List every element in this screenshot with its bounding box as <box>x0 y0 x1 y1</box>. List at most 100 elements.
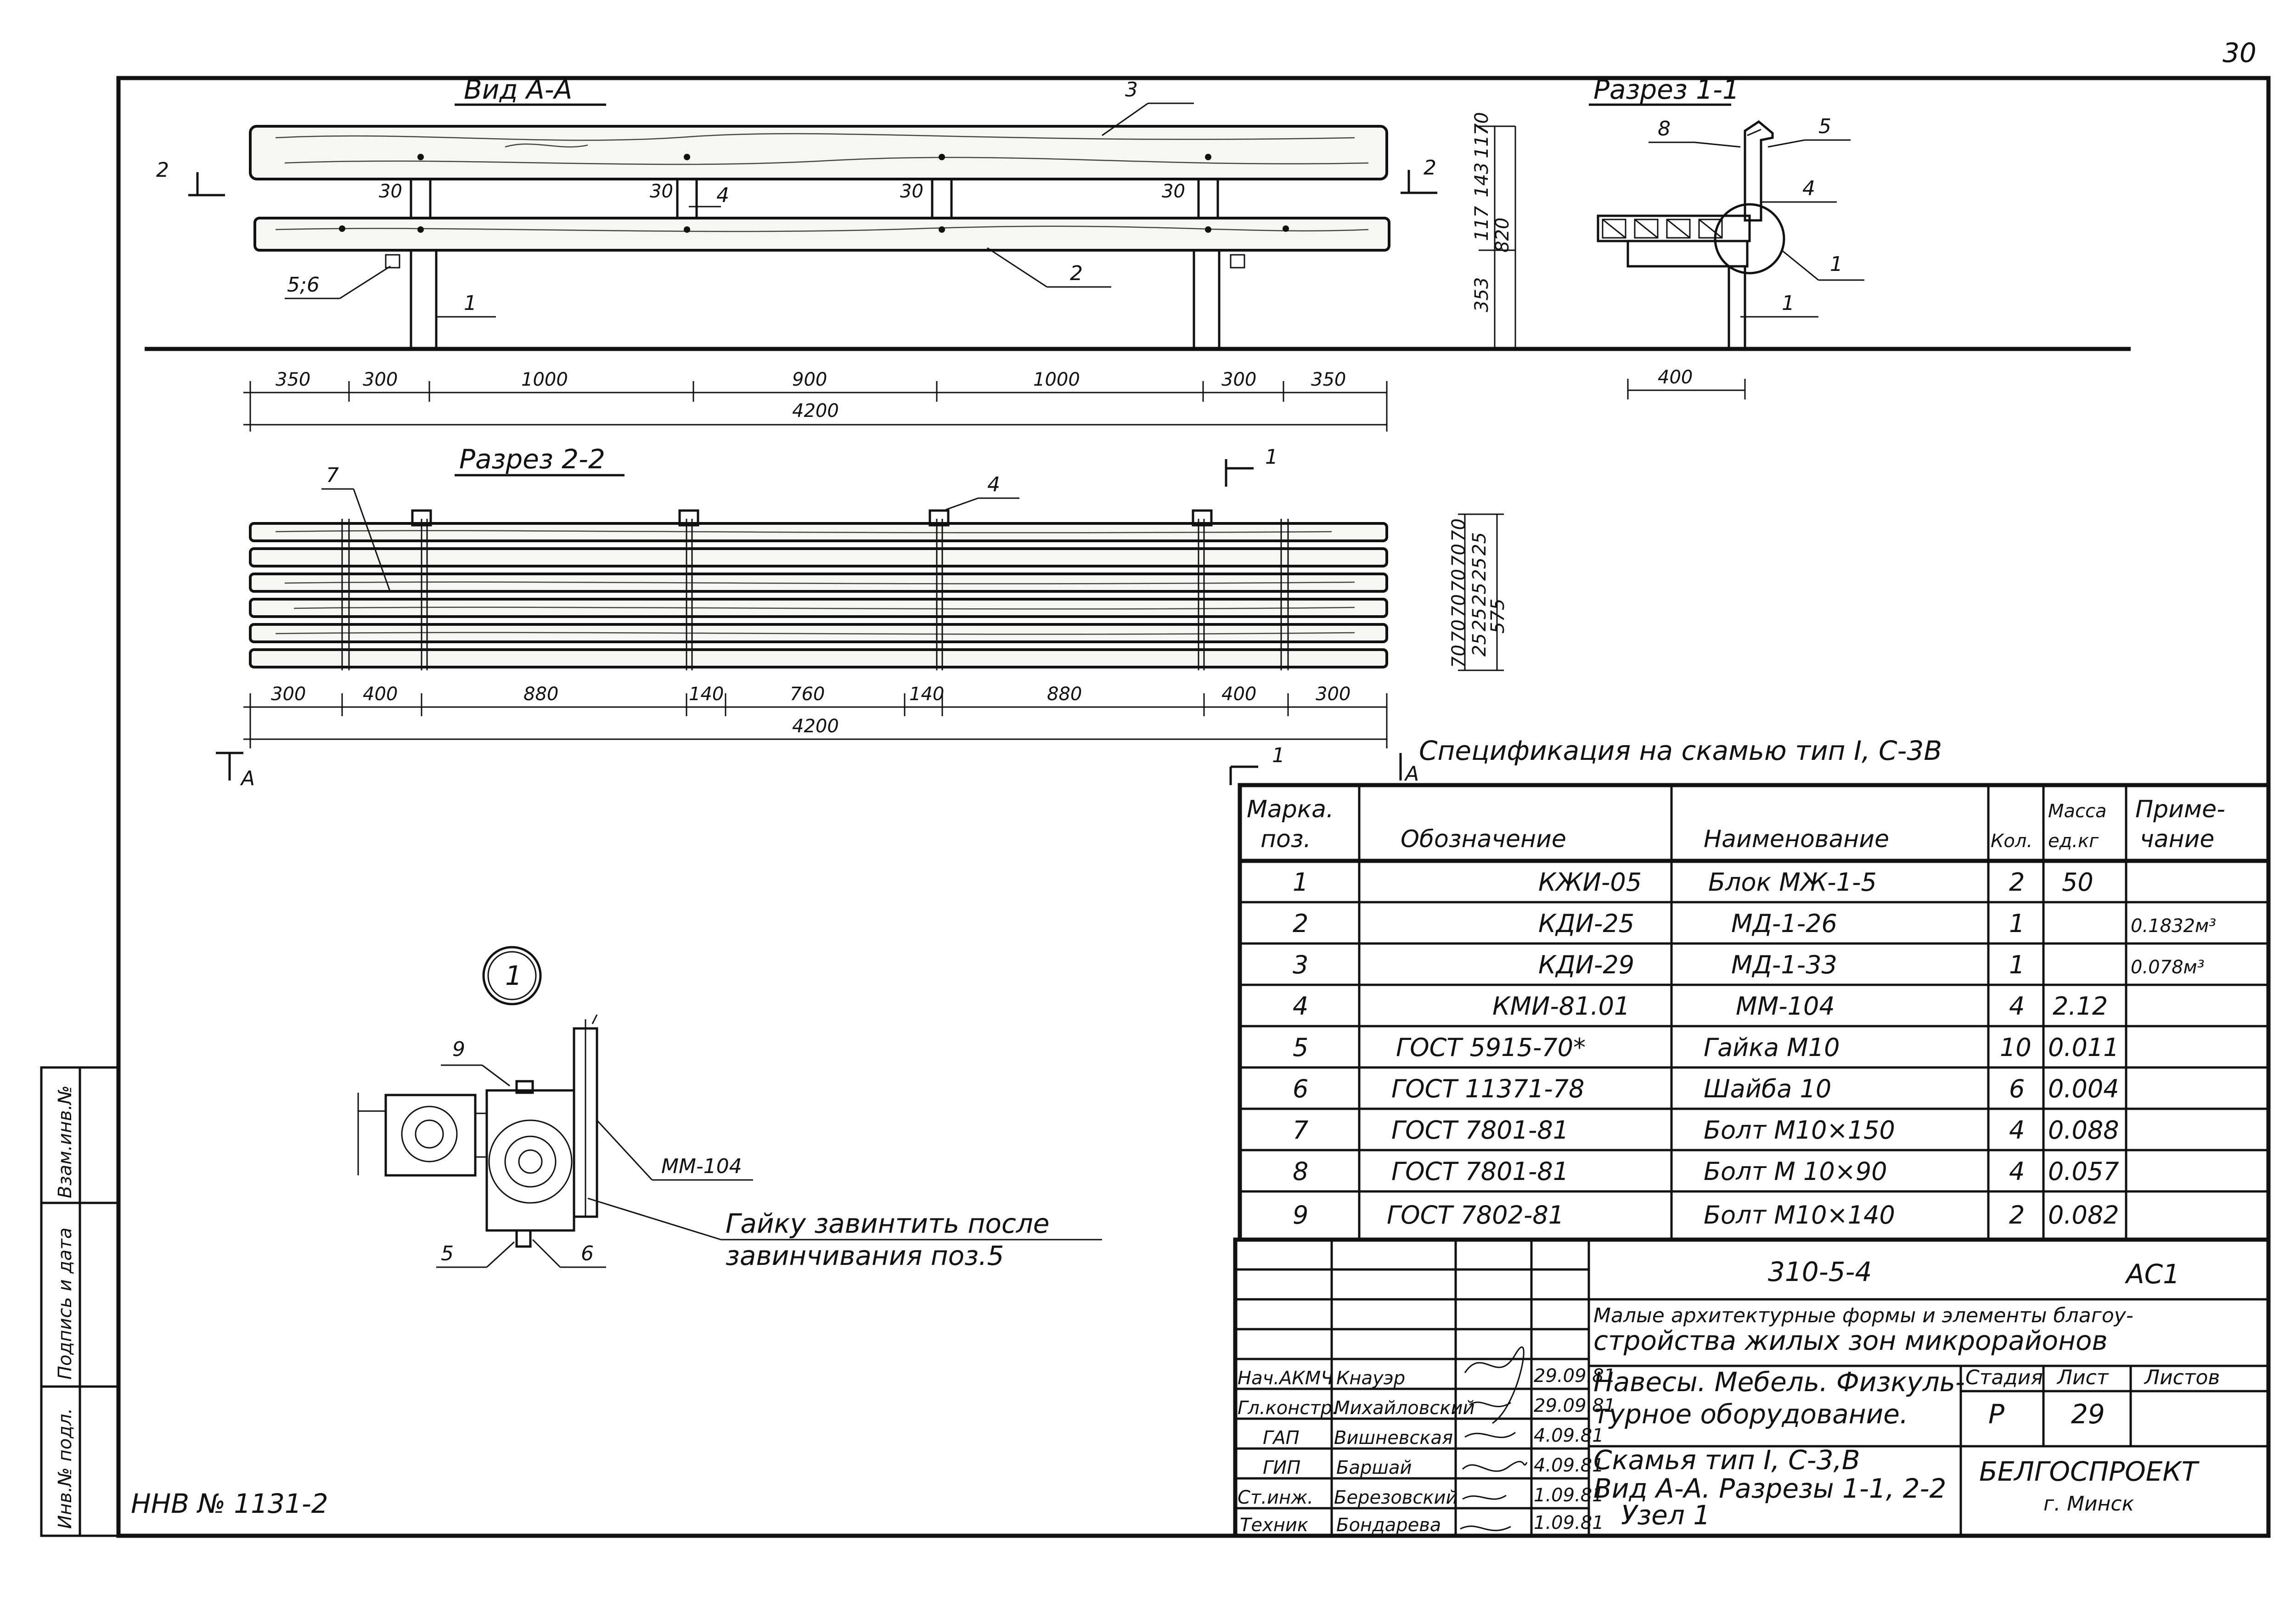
spec-row: 8 ГОСТ 7801-81 Болт М 10×90 4 0.057 <box>1293 1157 2119 1186</box>
tb-section-line1: Навесы. Мебель. Физкуль- <box>1593 1366 1965 1398</box>
section-22-dim-total: 4200 <box>792 716 839 737</box>
view-aa-dim-30-1: 30 <box>379 181 402 202</box>
spec-row-7-name: Болт М10×150 <box>1704 1116 1895 1145</box>
spec-row: 6 ГОСТ 11371-78 Шайба 10 6 0.004 <box>1293 1074 2119 1103</box>
signatures <box>1460 1346 1528 1531</box>
section-22-dim-880b: 880 <box>1047 684 1082 705</box>
node-1-callout-6: 6 <box>581 1242 594 1265</box>
tb-stage-label: Стадия <box>1965 1366 2043 1389</box>
section-22-vdim-i: 25 <box>1469 583 1490 606</box>
section-22-callout-4: 4 <box>987 473 1000 496</box>
spec-row-5-mass: 0.011 <box>2048 1033 2119 1062</box>
tb-signer-4-date: 4.09.81 <box>1534 1455 1604 1476</box>
tb-sheet: 29 <box>2071 1398 2105 1430</box>
spec-row-9-name: Болт М10×140 <box>1704 1201 1895 1230</box>
spec-row-4-name: ММ-104 <box>1736 992 1835 1021</box>
side-stamp: Взам.инв.№ Подпись и дата Инв.№ подл. <box>40 1066 120 1537</box>
section-22-cut-mark-a: A <box>240 767 255 790</box>
node-1: 1 9 5 6 ММ-104 Гайку з <box>357 946 1102 1271</box>
tb-stage: Р <box>1988 1398 2004 1430</box>
section-22-dim-400b: 400 <box>1221 684 1256 705</box>
spec-row-1-designation: КЖИ-05 <box>1538 868 1642 897</box>
page-number: 30 <box>2223 37 2257 68</box>
view-aa-callout-2: 2 <box>1070 262 1083 285</box>
spec-row-8-mass: 0.057 <box>2048 1157 2119 1186</box>
section-22-callout-7: 7 <box>326 464 339 487</box>
spec-header-mark-2: поз. <box>1261 826 1311 853</box>
section-22-dim-300b: 300 <box>1316 684 1351 705</box>
spec-row-3-name: МД-1-33 <box>1731 950 1837 979</box>
spec-row-6-designation: ГОСТ 11371-78 <box>1391 1074 1584 1103</box>
view-aa-dim-30-2: 30 <box>650 181 673 202</box>
section-22-vdim-e: 70 <box>1448 544 1469 567</box>
view-aa-dim-350b: 350 <box>1311 369 1346 390</box>
section-11: Разрез 1-1 8 5 4 <box>1589 74 1864 399</box>
spec-row: 9 ГОСТ 7802-81 Болт М10×140 2 0.082 <box>1293 1201 2119 1230</box>
tb-signer-2-date: 29.09.81 <box>1534 1395 1615 1416</box>
tb-signer-4-name: Баршай <box>1336 1457 1412 1478</box>
spec-row-1-qty: 2 <box>2009 868 2025 897</box>
tb-sheet-label: Лист <box>2056 1366 2109 1389</box>
view-aa-section-mark-left: 2 <box>156 158 169 182</box>
tb-signer-1-name: Кнауэр <box>1336 1368 1405 1389</box>
tb-signer-3-name: Вишневская <box>1334 1427 1453 1449</box>
spec-row-2-qty: 1 <box>2009 909 2025 938</box>
spec-row: 3 КДИ-29 МД-1-33 1 0.078м³ <box>1293 950 2205 979</box>
tb-desc-line3: Узел 1 <box>1621 1499 1710 1531</box>
section-22-vdim-b: 70 <box>1448 619 1469 643</box>
view-aa-callout-3: 3 <box>1125 78 1138 101</box>
tb-signer-4-role: ГИП <box>1263 1457 1300 1478</box>
tb-signer-6-role: Техник <box>1240 1515 1308 1536</box>
tb-signer-5-date: 1.09.81 <box>1534 1485 1604 1506</box>
spec-row-3-pos: 3 <box>1293 950 1308 979</box>
tb-code: 310-5-4 <box>1768 1256 1872 1287</box>
section-22-vdim-f: 70 <box>1448 518 1469 542</box>
spec-header-note-2: чание <box>2140 826 2214 853</box>
spec-row-9-pos: 9 <box>1293 1201 1308 1230</box>
section-22-dim-140b: 140 <box>909 684 944 705</box>
view-aa-title: Вид А-А <box>464 74 572 105</box>
node-1-circle-label: 1 <box>505 960 522 991</box>
tb-signer-1-role: Нач.АКМЧ <box>1238 1368 1334 1389</box>
section-22-title: Разрез 2-2 <box>459 444 605 475</box>
view-aa-dim-1000b: 1000 <box>1033 369 1080 390</box>
spec-mark-1: 1 <box>1272 744 1285 767</box>
section-11-callout-5: 5 <box>1818 115 1831 138</box>
tb-project-line2: стройства жилых зон микрорайонов <box>1593 1325 2108 1356</box>
spec-row-2-pos: 2 <box>1293 909 1308 938</box>
spec-row-2-name: МД-1-26 <box>1731 909 1837 938</box>
specification-table: Спецификация на скамью тип I, С-3В 1 А М <box>1229 735 2271 1242</box>
spec-row-9-mass: 0.082 <box>2048 1201 2119 1230</box>
view-aa-dim-350a: 350 <box>276 369 310 390</box>
view-aa-vdim-70: 70 <box>1471 112 1492 135</box>
spec-header-note-1: Приме- <box>2135 796 2225 823</box>
inv-number: ННВ № 1131-2 <box>131 1488 328 1519</box>
spec-row-8-name: Болт М 10×90 <box>1704 1157 1887 1186</box>
spec-row: 7 ГОСТ 7801-81 Болт М10×150 4 0.088 <box>1293 1116 2119 1145</box>
spec-header-mass-2: ед.кг <box>2048 831 2099 852</box>
view-aa-vdim-820: 820 <box>1492 218 1513 253</box>
section-11-callout-4: 4 <box>1802 177 1815 200</box>
section-22-vdim-c: 70 <box>1448 594 1469 618</box>
tb-signer-2-name: Михайловский <box>1334 1398 1474 1419</box>
spec-row-4-qty: 4 <box>2009 992 2025 1021</box>
spec-row-7-mass: 0.088 <box>2048 1116 2119 1145</box>
spec-title: Спецификация на скамью тип I, С-3В <box>1419 735 1942 766</box>
view-aa: Вид А-А 2 <box>145 74 2131 432</box>
spec-row-4-pos: 4 <box>1293 992 1308 1021</box>
spec-row-5-qty: 10 <box>2000 1033 2032 1062</box>
section-11-dim-400: 400 <box>1658 367 1693 388</box>
view-aa-callout-1: 1 <box>464 292 477 315</box>
view-aa-vdim-353: 353 <box>1471 277 1492 312</box>
section-22-vdim-a: 70 <box>1448 645 1469 668</box>
spec-row-6-name: Шайба 10 <box>1704 1074 1831 1103</box>
spec-row: 1 КЖИ-05 Блок МЖ-1-5 2 50 <box>1293 868 2093 897</box>
view-aa-vdim-143: 143 <box>1471 163 1492 197</box>
side-stamp-sign-date: Подпись и дата <box>55 1228 76 1380</box>
spec-row-4-mass: 2.12 <box>2053 992 2108 1021</box>
node-1-part-label: ММ-104 <box>661 1155 742 1178</box>
spec-row: 2 КДИ-25 МД-1-26 1 0.1832м³ <box>1293 909 2216 938</box>
spec-row-3-designation: КДИ-29 <box>1538 950 1634 979</box>
tb-signer-5-name: Березовский <box>1334 1487 1458 1508</box>
